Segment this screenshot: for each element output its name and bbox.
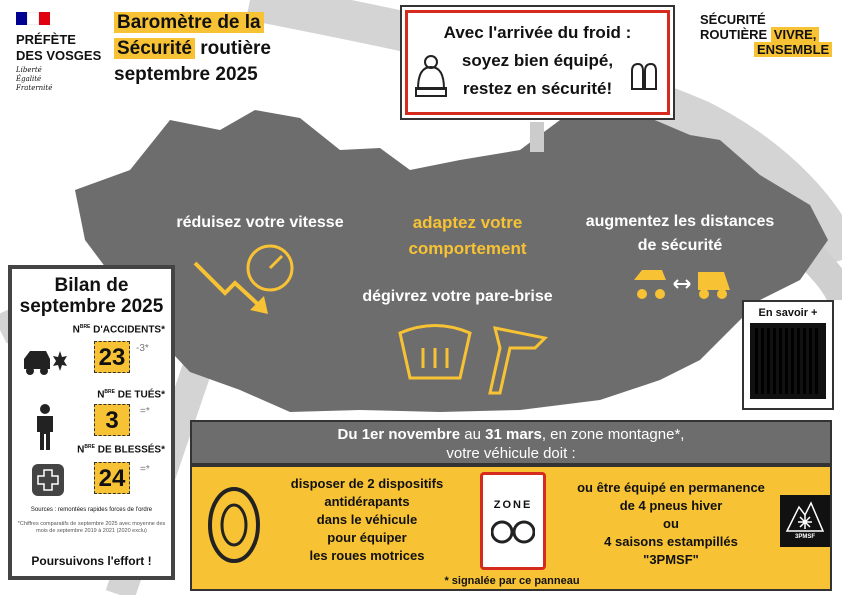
prefecture-line2: DES VOSGES [16, 48, 102, 63]
first-aid-icon [32, 464, 64, 496]
zone-label: ZONE [493, 499, 533, 511]
title-line2a: Sécurité [114, 38, 195, 59]
brand-line2b: VIVRE, [770, 27, 820, 42]
sign-post [530, 122, 544, 152]
sign-line3: restez en sécurité! [462, 79, 613, 98]
label-accidents: NBRE D'ACCIDENTS* [72, 324, 165, 336]
band-line2: votre véhicule doit : [446, 445, 576, 462]
band-end: 31 mars [485, 426, 542, 443]
winter-hat-icon [415, 55, 447, 97]
tip-distance-1: augmentez les distances [585, 213, 775, 230]
vosges-map [75, 110, 828, 412]
zone-sign: ZONE [480, 472, 546, 570]
safe-distance-icon [634, 270, 730, 299]
badge-label: 3PMSF [794, 534, 815, 540]
motto-1: Liberté [16, 66, 42, 74]
sign-line1: Avec l'arrivée du froid : [443, 23, 632, 42]
footnote: *Chiffres comparatifs de septembre 2025 … [17, 521, 166, 534]
tip-speed: réduisez votre vitesse [176, 214, 344, 231]
mittens-icon [631, 62, 657, 90]
slogan: Poursuivons l'effort ! [31, 554, 152, 568]
injured-value: 24 [94, 462, 130, 494]
injured-compare: =* [140, 464, 150, 475]
securite-routiere-logo: SÉCURITÉ ROUTIÈRE VIVRE, ENSEMBLE [700, 12, 833, 57]
band-rest: , en zone montagne*, [541, 426, 685, 443]
tip-distance-2: de sécurité [637, 237, 723, 254]
tip-behaviour-2: comportement [408, 239, 527, 258]
tire-chain-icon [208, 487, 260, 563]
winter-law-banner: Du 1er novembre au 31 mars, en zone mont… [190, 420, 832, 465]
label-killed: NBRE DE TUÉS* [97, 389, 165, 401]
person-icon [37, 404, 53, 450]
defrost-icon [398, 324, 549, 395]
title-line1: Baromètre de la [114, 12, 264, 33]
bilan-title-2: septembre 2025 [19, 296, 164, 317]
qr-code-box[interactable]: En savoir + [742, 300, 834, 410]
tires-icon [491, 520, 535, 544]
page-title: Baromètre de la Sécurité routière septem… [114, 10, 271, 88]
tip-windshield: dégivrez votre pare-brise [362, 288, 553, 305]
motto-2: Égalité [16, 75, 42, 83]
killed-compare: =* [140, 406, 150, 417]
qr-code[interactable] [749, 322, 827, 400]
band-mid: au [460, 426, 486, 443]
label-injured: NBRE DE BLESSÉS* [77, 444, 165, 456]
qr-label: En savoir + [758, 307, 818, 319]
french-flag-logo [16, 12, 51, 25]
bilan-title-1: Bilan de [54, 275, 129, 296]
speedometer-down-icon [193, 244, 294, 314]
killed-value: 3 [94, 404, 130, 436]
title-line2b: routière [194, 38, 272, 59]
title-line3: septembre 2025 [114, 64, 258, 85]
prefecture-line1: PRÉFÈTE [16, 32, 76, 47]
sign-line2: soyez bien équipé, [461, 51, 614, 70]
tip-behaviour: adaptez votre comportement [380, 210, 555, 262]
brand-line1: SÉCURITÉ [700, 12, 766, 27]
accidents-value: 23 [94, 341, 130, 373]
car-crash-icon [24, 351, 67, 375]
winter-sign: Avec l'arrivée du froid : soyez bien équ… [400, 5, 675, 120]
panel-note: * signalée par ce panneau [444, 575, 580, 587]
brand-line2a: ROUTIÈRE [700, 27, 771, 42]
band-start: Du 1er novembre [337, 426, 461, 443]
tip-distance: augmentez les distances de sécurité [570, 210, 790, 258]
motto-3: Fraternité [16, 84, 53, 92]
snowflake-mountain-icon [785, 501, 825, 532]
tip-behaviour-1: adaptez votre [412, 213, 523, 232]
accidents-compare: -3* [136, 343, 149, 354]
3pmsf-badge: 3PMSF [780, 495, 830, 547]
sources: Sources : remontées rapides forces de l'… [30, 507, 153, 513]
brand-line3: ENSEMBLE [754, 42, 833, 57]
